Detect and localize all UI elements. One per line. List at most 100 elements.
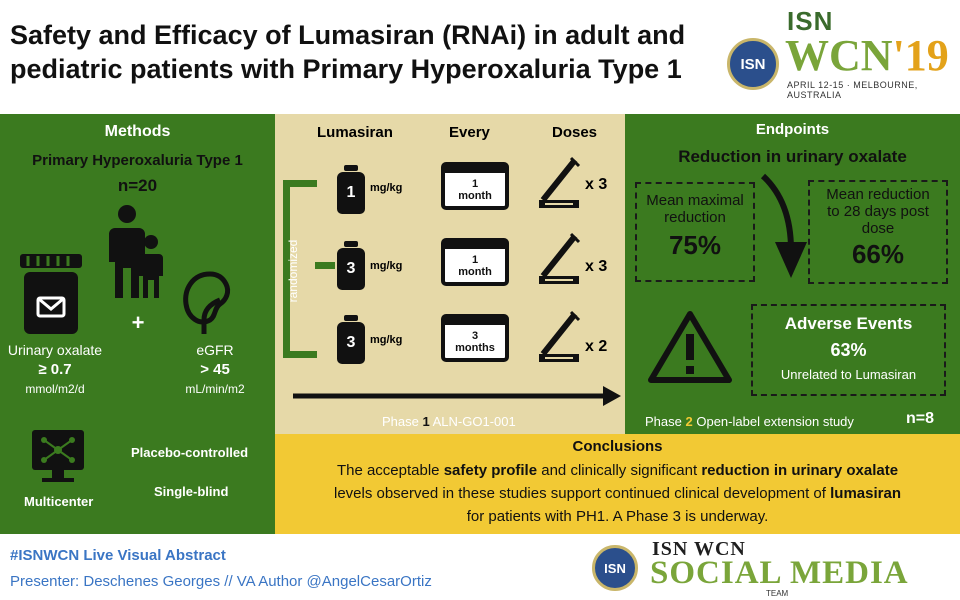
col-drug: Lumasiran bbox=[317, 124, 393, 141]
conclusions-panel: Conclusions The acceptable safety profil… bbox=[275, 434, 960, 534]
ae-title: Adverse Events bbox=[784, 314, 913, 333]
phase1-label: Phase 1 ALN-GO1-001 bbox=[382, 414, 516, 429]
logo-wcn-word: WCN bbox=[785, 31, 893, 80]
methods-heading: Methods bbox=[104, 123, 171, 140]
phase2-label: Phase 2 Open-label extension study bbox=[645, 414, 854, 429]
phase2-study: Open-label extension study bbox=[696, 414, 854, 429]
down-arrow-icon bbox=[760, 173, 807, 278]
calendar-icon: 3 months bbox=[441, 314, 509, 362]
box2-line1: Mean reduction bbox=[826, 186, 930, 203]
box2-value: 66% bbox=[851, 239, 905, 269]
concl-p3: levels observed in these studies support… bbox=[333, 485, 831, 502]
dose-count-3: x 2 bbox=[585, 338, 608, 355]
interval-unit-2: month bbox=[458, 266, 492, 278]
interval-num-2: 1 bbox=[471, 254, 479, 266]
conclusions-line-1: The acceptable safety profile and clinic… bbox=[275, 459, 960, 482]
methods-n: n=20 bbox=[117, 176, 158, 195]
urine-cup-icon bbox=[20, 254, 82, 334]
dose-count-1: x 3 bbox=[585, 176, 608, 193]
box1-line1: Mean maximal bbox=[646, 192, 744, 209]
interval-num-1: 1 bbox=[471, 178, 479, 190]
col-doses: Doses bbox=[552, 124, 598, 141]
placebo-text: Placebo-controlled bbox=[131, 445, 249, 460]
oxalate-value: ≥ 0.7 bbox=[38, 361, 72, 378]
adverse-events-box: Adverse Events 63% Unrelated to Lumasira… bbox=[751, 304, 946, 396]
logo-year: '19 bbox=[892, 31, 949, 80]
logo-date: APRIL 12-15 · MELBOURNE, AUSTRALIA bbox=[787, 80, 918, 100]
syringe-icon bbox=[539, 156, 581, 208]
syringe-icon bbox=[539, 310, 581, 362]
dose-bottle-2: 3 bbox=[337, 241, 365, 290]
phase2-num: 2 bbox=[685, 414, 693, 429]
oxalate-label: Urinary oxalate bbox=[7, 342, 103, 358]
interval-unit-1: month bbox=[458, 190, 492, 202]
mean-maximal-box: Mean maximal reduction 75% bbox=[635, 182, 755, 282]
oxalate-unit: mmol/m2/d bbox=[25, 382, 85, 396]
logo-isn-text: ISN bbox=[787, 6, 834, 36]
social-isn-badge: ISN bbox=[592, 545, 638, 591]
phase1-word: Phase bbox=[382, 414, 419, 429]
endpoints-panel: Endpoints Reduction in urinary oxalate M… bbox=[625, 114, 960, 434]
page-title: Safety and Efficacy of Lumasiran (RNAi) … bbox=[10, 18, 730, 86]
isn-logo-badge: ISN bbox=[727, 38, 779, 90]
phase1-num: 1 bbox=[422, 414, 430, 429]
phase1-study: ALN-GO1-001 bbox=[432, 414, 516, 429]
box1-value: 75% bbox=[668, 230, 722, 260]
warning-icon bbox=[648, 311, 732, 383]
mean-reduction-box: Mean reduction to 28 days post dose 66% bbox=[808, 180, 948, 284]
dose-bottle-3: 3 bbox=[337, 315, 365, 364]
calendar-icon: 1 month bbox=[441, 162, 509, 210]
logo-wcn-text: WCN'19 bbox=[785, 30, 949, 81]
concl-b2: reduction in urinary oxalate bbox=[701, 462, 899, 479]
social-team-text: TEAM bbox=[766, 589, 789, 598]
ae-note: Unrelated to Lumasiran bbox=[780, 367, 917, 382]
syringe-icon bbox=[539, 232, 581, 284]
single-blind-text: Single-blind bbox=[154, 484, 229, 499]
concl-b3: lumasiran bbox=[830, 485, 901, 502]
methods-plus: + bbox=[131, 310, 145, 335]
ae-value: 63% bbox=[830, 340, 867, 360]
interval-unit-3: months bbox=[455, 342, 495, 354]
multicenter-text: Multicenter bbox=[24, 494, 94, 509]
phase2-word: Phase bbox=[645, 414, 682, 429]
family-icon bbox=[109, 205, 163, 298]
title-line-2: pediatric patients with Primary Hyperoxa… bbox=[10, 54, 682, 84]
conclusions-text: The acceptable safety profile and clinic… bbox=[275, 459, 960, 528]
methods-disease: Primary Hyperoxaluria Type 1 bbox=[32, 152, 243, 169]
social-main-text: SOCIAL MEDIA bbox=[650, 555, 909, 591]
methods-panel: Methods Primary Hyperoxaluria Type 1 n=2… bbox=[0, 114, 275, 534]
concl-b1: safety profile bbox=[443, 462, 538, 479]
bracket-tick bbox=[315, 262, 335, 269]
box2-line3: dose bbox=[861, 220, 895, 237]
footer-presenter: Presenter: Deschenes Georges // VA Autho… bbox=[10, 573, 432, 590]
dose-bottle-1: 1 bbox=[337, 165, 365, 214]
dose-unit-1: mg/kg bbox=[370, 182, 403, 194]
social-top-text: ISN WCN bbox=[652, 538, 746, 560]
egfr-value: > 45 bbox=[200, 361, 230, 378]
conclusions-line-3: for patients with PH1. A Phase 3 is unde… bbox=[466, 508, 769, 525]
interval-num-3: 3 bbox=[471, 330, 479, 342]
concl-p2: and clinically significant bbox=[537, 462, 702, 479]
endpoints-heading: Endpoints bbox=[755, 121, 830, 138]
endpoints-subheading: Reduction in urinary oxalate bbox=[678, 147, 907, 166]
footer-hashtag: #ISNWCN Live Visual Abstract bbox=[10, 547, 226, 564]
box2-line2: to 28 days post bbox=[827, 203, 929, 220]
conclusions-heading: Conclusions bbox=[572, 438, 663, 455]
concl-p1: The acceptable bbox=[336, 462, 444, 479]
dose-count-2: x 3 bbox=[585, 258, 608, 275]
dose-unit-3: mg/kg bbox=[370, 334, 403, 346]
randomized-bracket bbox=[283, 180, 317, 358]
dosing-panel: Lumasiran Every Doses randomized 1 mg/kg… bbox=[275, 114, 625, 434]
right-arrow-icon bbox=[293, 386, 621, 406]
egfr-unit: mL/min/m2 bbox=[185, 382, 245, 396]
conclusions-line-2: levels observed in these studies support… bbox=[275, 482, 960, 505]
egfr-label: eGFR bbox=[196, 342, 234, 358]
title-line-1: Safety and Efficacy of Lumasiran (RNAi) … bbox=[10, 20, 686, 50]
box1-line2: reduction bbox=[664, 209, 726, 226]
calendar-icon: 1 month bbox=[441, 238, 509, 286]
randomized-label: randomized bbox=[286, 239, 300, 303]
kidney-icon bbox=[183, 271, 231, 334]
computer-network-icon bbox=[32, 430, 84, 482]
phase2-n: n=8 bbox=[906, 410, 935, 427]
dose-unit-2: mg/kg bbox=[370, 260, 403, 272]
